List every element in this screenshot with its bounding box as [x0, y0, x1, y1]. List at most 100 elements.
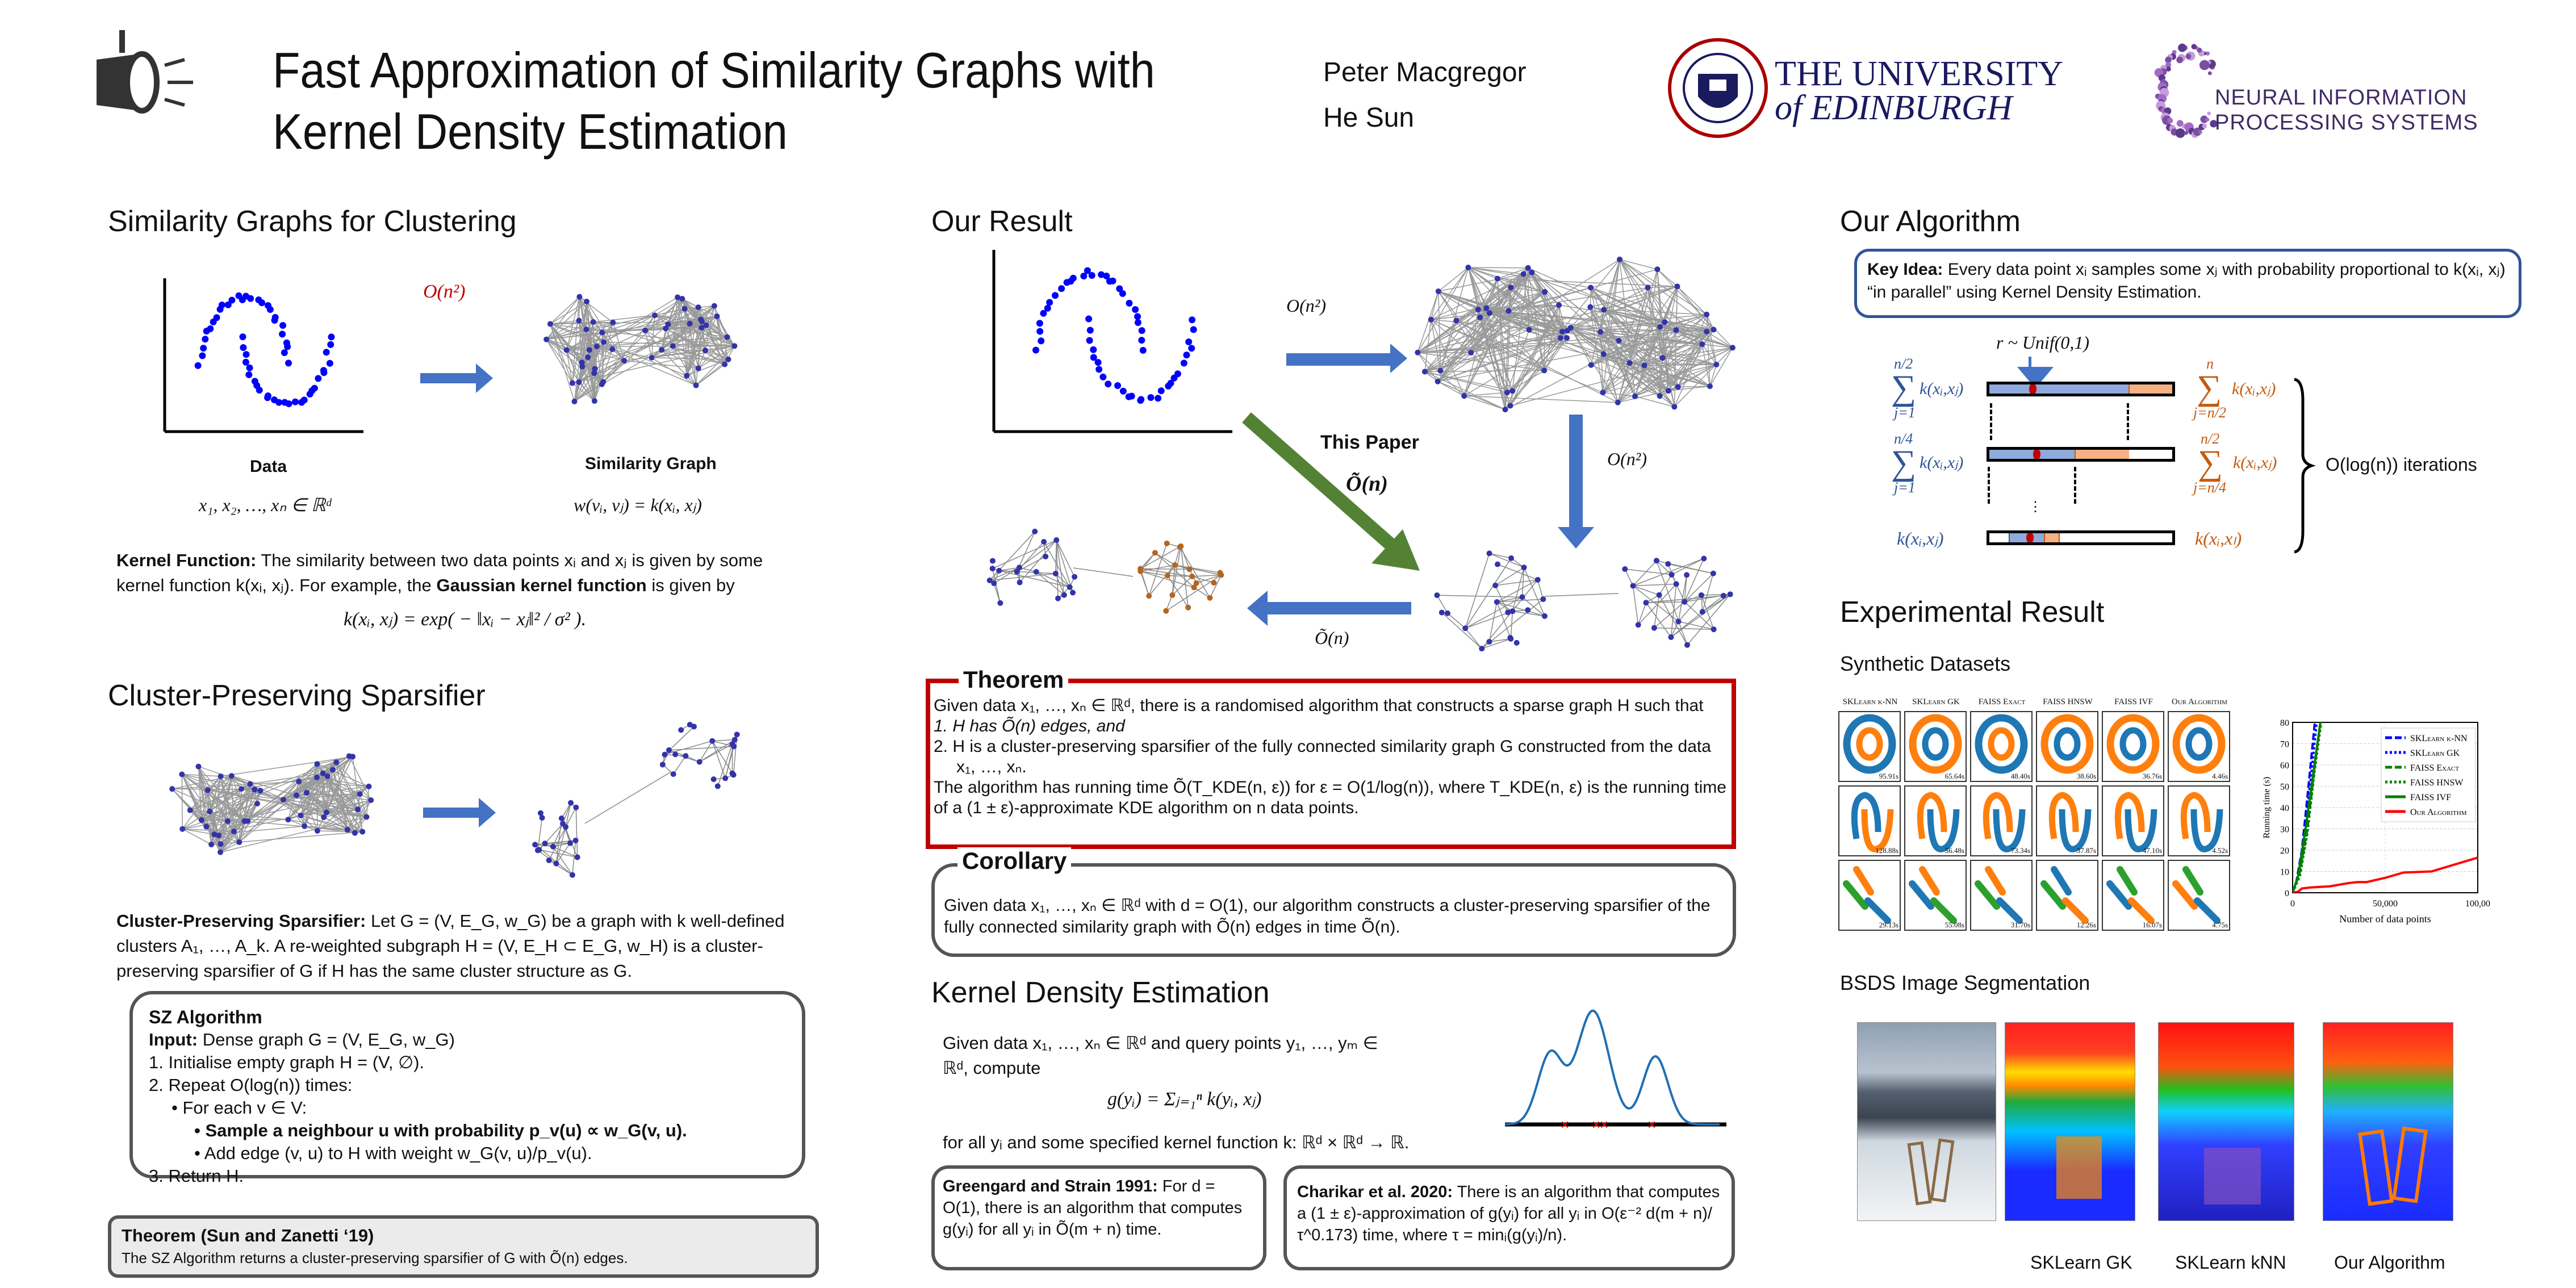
legend-box: [2381, 727, 2476, 822]
graph-node: [1191, 584, 1197, 591]
neurips-swirl-icon: [2154, 43, 2218, 138]
cps-label: Cluster-Preserving Sparsifier:: [116, 911, 366, 931]
result-panel: 4.52s: [2168, 785, 2230, 856]
graph-node: [1421, 369, 1428, 375]
data-point: [1105, 380, 1112, 388]
swirl-dot: [2165, 66, 2171, 72]
data-point: [275, 399, 283, 406]
graph-node: [236, 839, 242, 846]
key-idea-box: Key Idea: Every data point xᵢ samples so…: [1854, 249, 2521, 318]
graph-node: [1487, 310, 1493, 316]
graph-node: [1713, 361, 1720, 367]
graph-node: [1699, 609, 1705, 615]
graph-node: [1720, 592, 1726, 599]
graph-node: [1541, 613, 1548, 619]
arrow-right-icon: [1286, 344, 1407, 373]
graph-node: [239, 786, 245, 792]
graph-node: [1164, 572, 1170, 579]
charikar-box: Charikar et al. 2020: There is an algori…: [1283, 1165, 1735, 1270]
cluster-scatter: [2106, 866, 2155, 924]
edinburgh-line-2: of EDINBURGH: [1775, 89, 2013, 127]
graph-node: [1494, 599, 1500, 605]
runtime-label: 36.76s: [2142, 772, 2162, 780]
interval-bar-1: [1987, 382, 2175, 396]
graph-node: [1675, 384, 1681, 390]
data-point: [240, 344, 247, 351]
segmentation-sklearn-knn: [2158, 1022, 2294, 1221]
data-point: [1134, 319, 1141, 327]
data-point: [1116, 285, 1123, 292]
graph-node: [344, 827, 350, 833]
graph-node: [296, 778, 302, 784]
graph-node: [651, 312, 658, 319]
graph-node: [542, 840, 548, 847]
method-column-header: SKLearn GK: [1912, 697, 1960, 706]
runtime-label: 47.10s: [2142, 846, 2162, 855]
graph-node: [593, 344, 600, 350]
graph-node: [1502, 407, 1508, 413]
graph-node: [285, 817, 291, 823]
complexity-bottom: Õ(n): [1315, 628, 1349, 648]
graph-node: [1675, 618, 1682, 625]
complexity-top: O(n²): [1286, 295, 1327, 316]
graph-node: [1508, 555, 1515, 561]
graph-node: [610, 319, 616, 325]
data-point: [311, 384, 318, 392]
title-line-2: Kernel Density Estimation: [273, 103, 788, 160]
data-point: [200, 345, 207, 352]
sum-lower-limit: j=1: [1894, 404, 1916, 421]
sz-theorem-box: Theorem (Sun and Zanetti ‘19) The SZ Alg…: [108, 1215, 819, 1278]
dashed-guide: [2127, 403, 2129, 440]
data-point: [1155, 395, 1162, 402]
graph-node: [231, 829, 237, 835]
data-point: [258, 299, 266, 307]
graph-edges: [1436, 553, 1731, 649]
sz-step-3: 3. Return H.: [149, 1166, 244, 1186]
cluster-scatter: [2048, 792, 2092, 852]
graph-edges: [1417, 259, 1733, 410]
graph-node: [1601, 307, 1607, 313]
graph-node: [1504, 390, 1510, 396]
data-point: [1119, 387, 1127, 395]
graph-node: [1207, 595, 1213, 601]
data-point: [1134, 313, 1141, 320]
legend-label: SKLearn GK: [2410, 748, 2460, 758]
data-point-marker: ×: [1561, 1116, 1569, 1133]
graph-node: [1587, 304, 1594, 310]
graph-node: [666, 747, 672, 753]
graph-node: [179, 826, 186, 832]
kernel-function-paragraph: Kernel Function: The similarity between …: [116, 548, 798, 598]
graph-node: [1461, 393, 1467, 399]
runtime-label: 16.07s: [2142, 921, 2162, 929]
graph-node: [357, 791, 363, 797]
graph-node: [1483, 305, 1490, 311]
result-panel: 4.75s: [2168, 860, 2230, 931]
interval-bar-3: [1987, 530, 2175, 545]
result-panel: 36.76s: [2102, 711, 2164, 782]
graph-node: [1475, 307, 1481, 313]
data-point: [247, 295, 254, 302]
graph-node: [1016, 564, 1022, 571]
graph-node: [591, 398, 597, 404]
data-point: [1180, 359, 1187, 367]
runtime-label: 55.08s: [1944, 921, 1964, 929]
graph-node: [1615, 399, 1621, 405]
neurips-line-2: PROCESSING SYSTEMS: [2215, 111, 2478, 135]
graph-node: [1428, 316, 1434, 323]
sz-step-2: 2. Repeat O(log(n)) times:: [149, 1075, 353, 1095]
arrow-right-icon: [423, 798, 496, 827]
result-panel: 31.70s: [1970, 860, 2033, 931]
data-point: [266, 306, 274, 313]
data-point: [1051, 292, 1059, 299]
graph-node: [659, 347, 665, 353]
graph-node: [1673, 327, 1679, 333]
graph-node: [687, 722, 693, 728]
sz-input-label: Input:: [149, 1030, 198, 1049]
y-tick-label: 30: [2280, 825, 2289, 835]
swirl-dot: [2207, 111, 2211, 115]
greengard-text: For d = O(1), there is an algorithm that…: [943, 1177, 1243, 1239]
graph-node: [543, 336, 550, 342]
graph-node: [569, 872, 575, 878]
